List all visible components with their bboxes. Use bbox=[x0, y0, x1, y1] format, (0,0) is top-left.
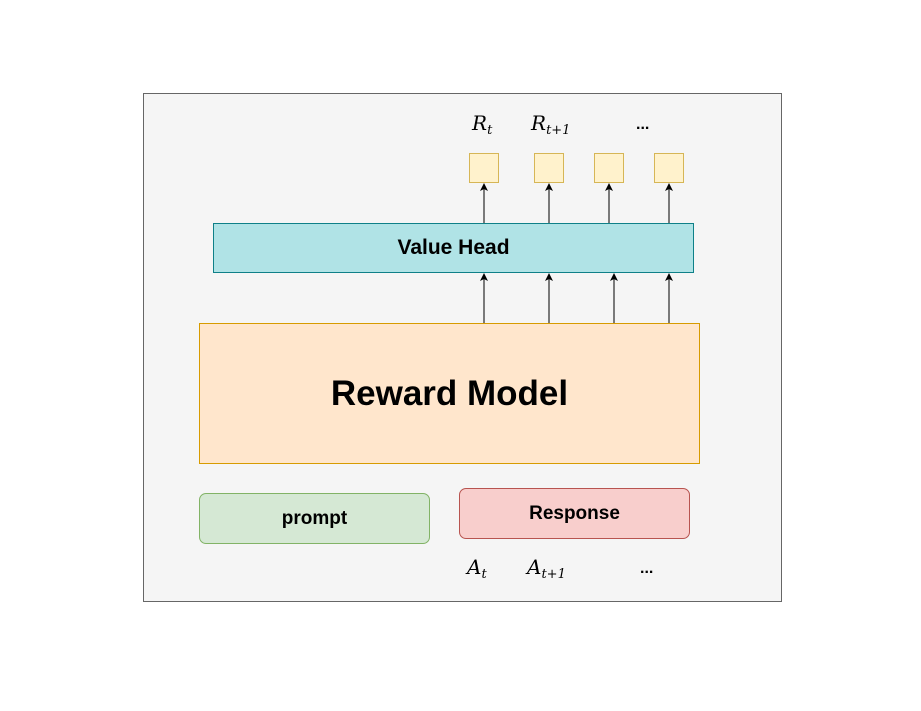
response-label: Response bbox=[529, 502, 620, 524]
reward-label-t: Rt bbox=[472, 111, 493, 138]
reward-model-label: Reward Model bbox=[330, 373, 569, 413]
value-head-label: Value Head bbox=[397, 236, 510, 259]
reward-output-cell bbox=[594, 153, 624, 183]
action-label-t-plus-1: At+1 bbox=[527, 555, 566, 582]
reward-output-cell bbox=[534, 153, 564, 183]
reward-output-cell bbox=[469, 153, 499, 183]
value-head-box: Value Head bbox=[213, 223, 694, 273]
reward-label-t-plus-1: Rt+1 bbox=[531, 111, 571, 138]
reward-output-cell bbox=[654, 153, 684, 183]
prompt-box: prompt bbox=[199, 493, 430, 544]
action-label-t: At bbox=[467, 555, 487, 582]
reward-model-box: Reward Model bbox=[199, 323, 700, 464]
action-label-ellipsis: ... bbox=[640, 560, 654, 577]
response-box: Response bbox=[459, 488, 690, 539]
prompt-label: prompt bbox=[281, 507, 348, 529]
reward-label-ellipsis: ... bbox=[636, 116, 650, 133]
